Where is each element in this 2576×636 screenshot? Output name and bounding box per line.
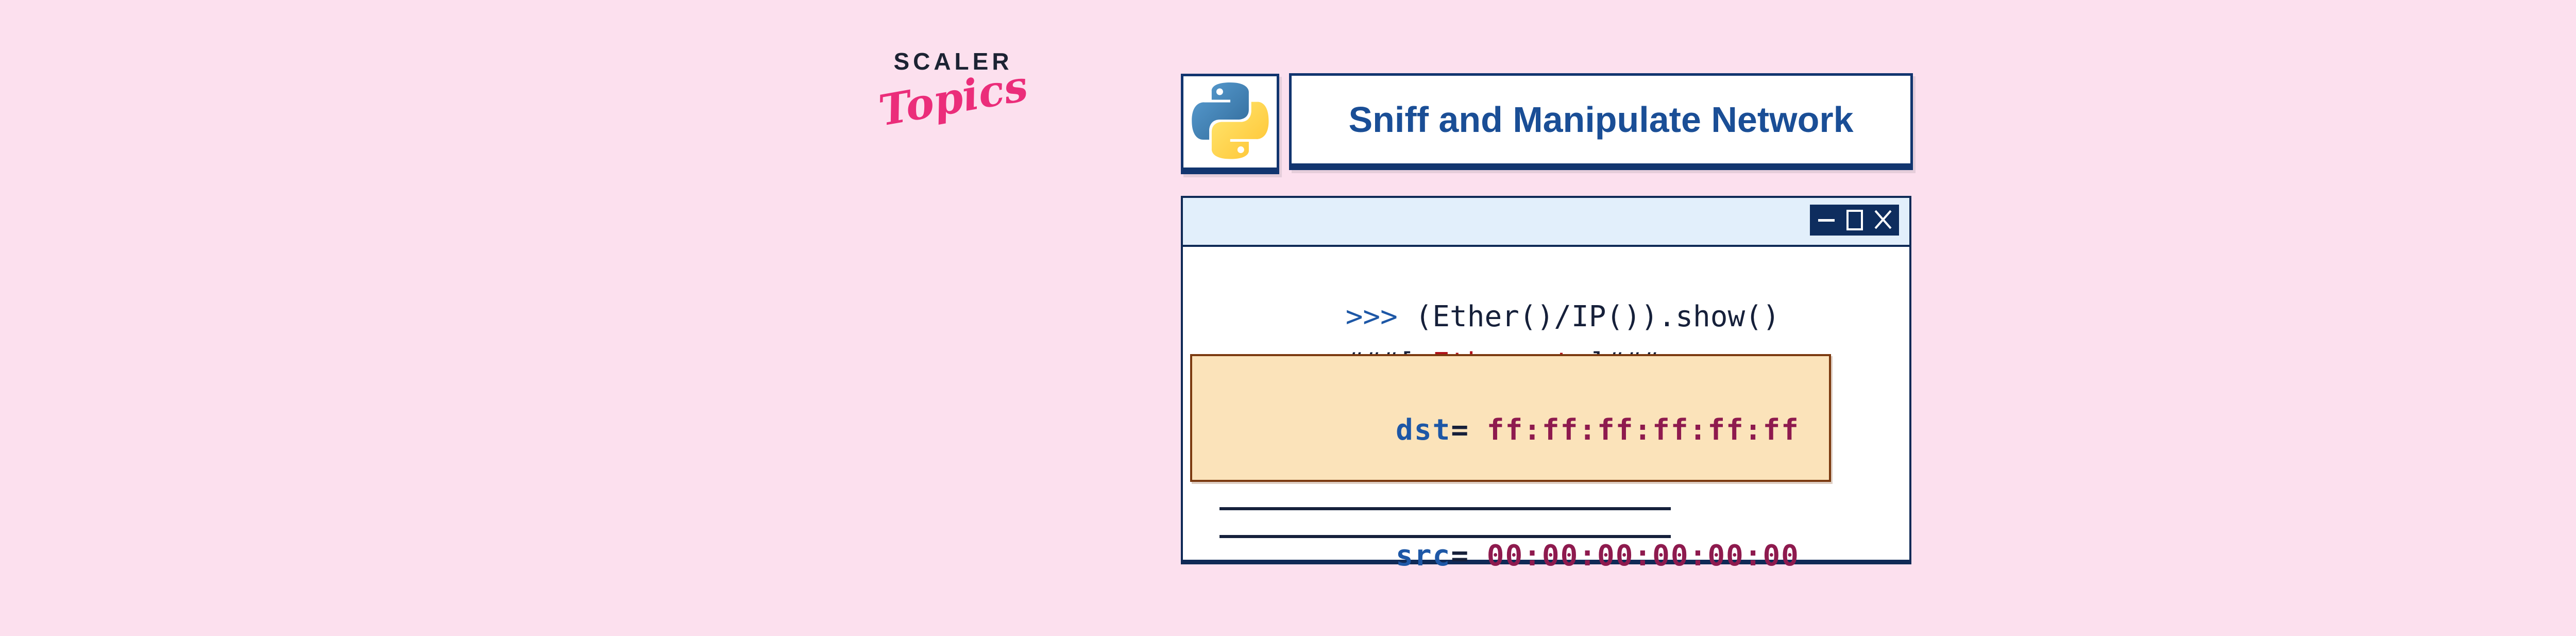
terminal-window: >>>(Ether()/IP()).show() ###[Ethernet]##… — [1181, 196, 1911, 573]
field-equals: = — [1451, 413, 1470, 447]
close-button[interactable] — [1873, 208, 1893, 232]
window-controls — [1810, 205, 1899, 236]
close-icon — [1873, 208, 1893, 232]
maximize-icon — [1846, 210, 1863, 230]
field-label: dst — [1396, 413, 1451, 447]
field-label: src — [1396, 539, 1451, 573]
terminal-titlebar — [1183, 198, 1909, 247]
scaler-topics-logo: SCALER Topics — [875, 48, 1031, 136]
python-logo-box — [1181, 74, 1279, 174]
page-title: Sniff and Manipulate Network — [1348, 99, 1854, 140]
field-row-src: src= 00:00:00:00:00:00 — [1212, 499, 1829, 613]
scaler-wordmark: SCALER — [893, 48, 1013, 75]
field-highlight-box: dst=ff:ff:ff:ff:ff:ff src=00:00:00:00:00… — [1190, 354, 1831, 573]
field-value: ff:ff:ff:ff:ff:ff — [1486, 413, 1800, 447]
placeholder-line — [1219, 535, 1671, 538]
minimize-button[interactable] — [1817, 208, 1836, 232]
title-box: Sniff and Manipulate Network — [1289, 73, 1913, 170]
prompt-symbol: >>> — [1345, 300, 1398, 333]
maximize-button[interactable] — [1845, 208, 1865, 232]
field-equals: = — [1451, 539, 1470, 573]
field-value: 00:00:00:00:00:00 — [1486, 539, 1800, 573]
terminal-content: >>>(Ether()/IP()).show() ###[Ethernet]##… — [1183, 247, 1909, 573]
prompt-line: >>> (Ether()/IP()).show() — [1207, 263, 1780, 371]
prompt-code: (Ether()/IP()).show() — [1415, 300, 1780, 333]
minimize-icon — [1818, 219, 1835, 222]
field-row-dst: dst= ff:ff:ff:ff:ff:ff — [1212, 373, 1829, 488]
python-icon — [1191, 82, 1269, 162]
topics-wordmark: Topics — [875, 61, 1031, 136]
placeholder-line — [1219, 507, 1671, 510]
